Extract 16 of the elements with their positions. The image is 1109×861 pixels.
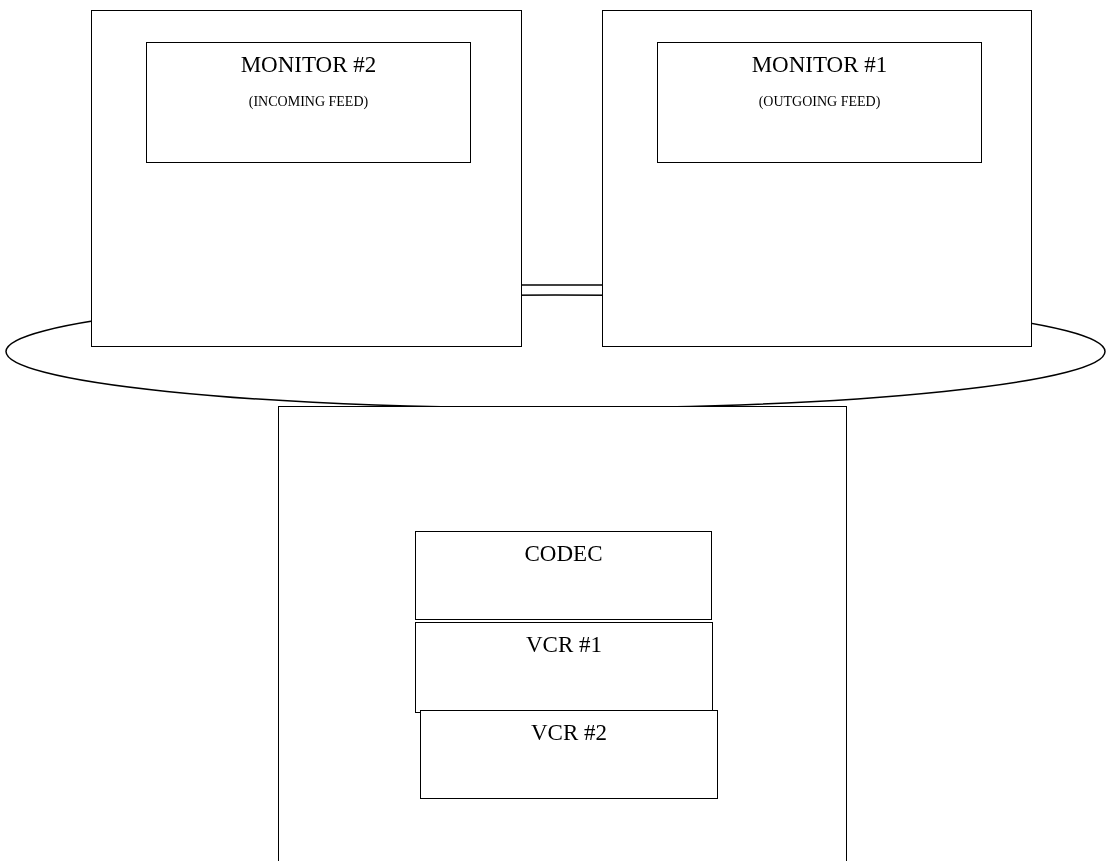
device-box (415, 531, 712, 620)
device-label: VCR #2 (529, 720, 608, 746)
device-box (657, 42, 982, 163)
device-label: CODEC (523, 541, 604, 567)
monitor-frame (602, 10, 1032, 347)
device-box (420, 710, 718, 799)
connector-line (521, 284, 603, 286)
monitor-frame (91, 10, 522, 347)
equipment-cabinet (278, 406, 847, 861)
device-label: MONITOR #2 (239, 52, 378, 78)
feed-note: (INCOMING FEED) (247, 94, 370, 110)
device-label: VCR #1 (524, 632, 603, 658)
feed-note: (OUTGOING FEED) (757, 94, 882, 110)
device-label: MONITOR #1 (750, 52, 889, 78)
device-box (146, 42, 471, 163)
device-box (415, 622, 713, 713)
